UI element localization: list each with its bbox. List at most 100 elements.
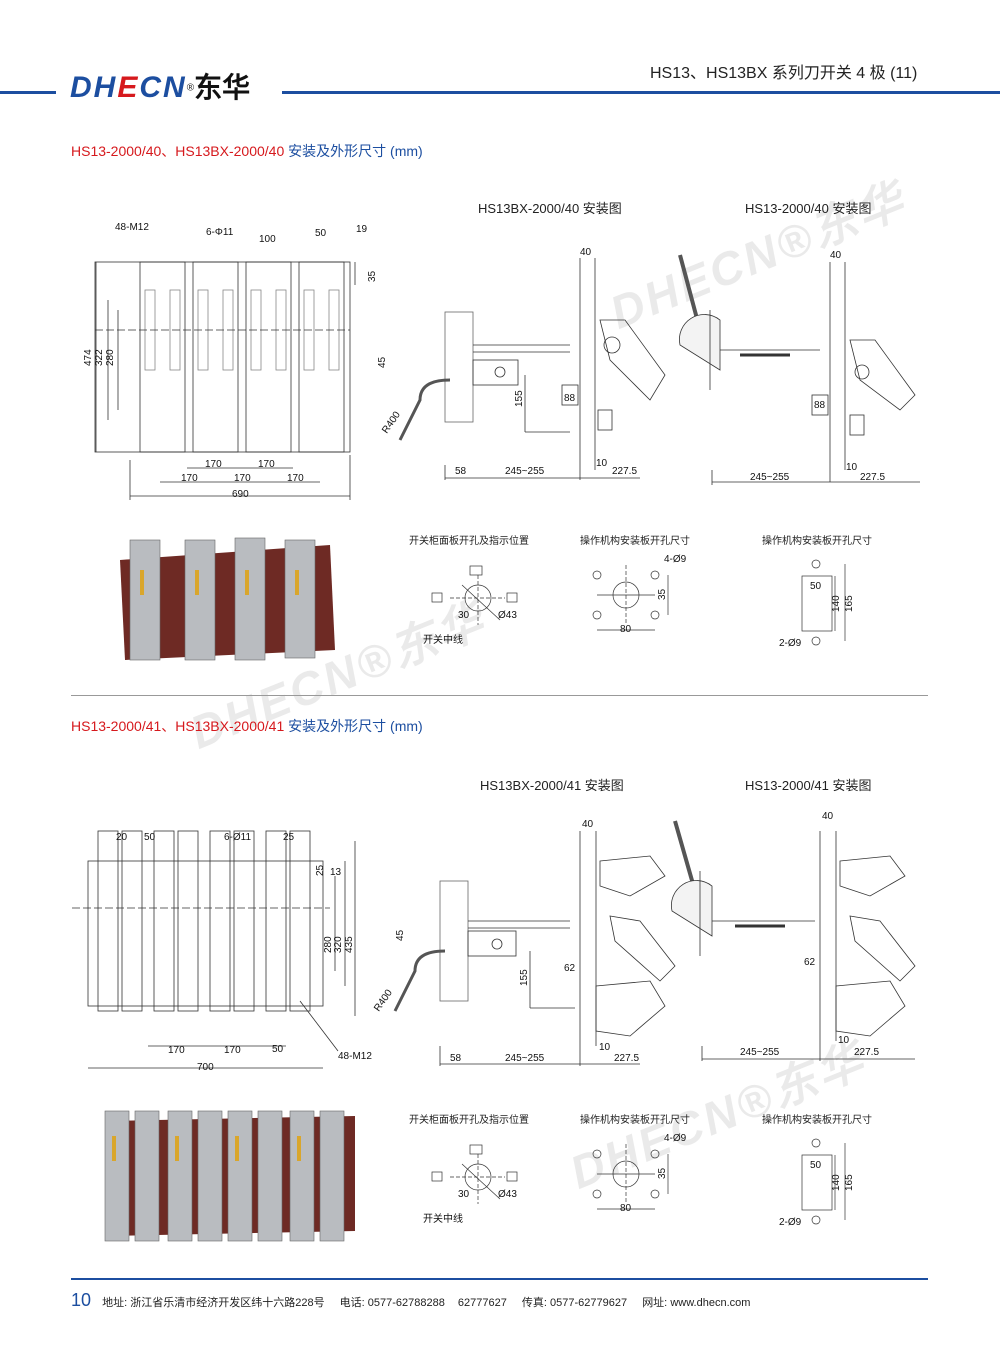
- install-drawing: [671, 820, 916, 1061]
- dim-label: 227.5: [854, 1047, 880, 1058]
- dim-label: 4-Ø9: [664, 554, 687, 565]
- dim-label: 245~255: [505, 466, 545, 477]
- dim-label: 170: [287, 473, 304, 484]
- address-label: 地址:: [102, 1297, 128, 1309]
- header-rule-left: [0, 91, 56, 94]
- bx-install-title: HS13BX-2000/41 安装图: [480, 778, 624, 793]
- page-title: HS13、HS13BX 系列刀开关 4 极 (11): [650, 65, 918, 82]
- dim-label: 80: [620, 1203, 632, 1214]
- dim-label: 170: [205, 459, 222, 470]
- dim-label: 6-Φ11: [206, 227, 234, 238]
- dim-label: 50: [315, 228, 327, 239]
- switch-centerline-label: 开关中线: [423, 1214, 463, 1225]
- dim-label: 4-Ø9: [664, 1133, 687, 1144]
- dim-label: 50: [144, 832, 156, 843]
- phone-2: 62777627: [457, 1297, 507, 1309]
- install-title: HS13-2000/40 安装图: [745, 201, 872, 216]
- install-title: HS13-2000/41 安装图: [745, 778, 872, 793]
- dim-label: 30: [458, 610, 470, 621]
- dim-label: 10: [838, 1035, 850, 1046]
- dim-label: 88: [564, 393, 576, 404]
- dim-label: 690: [232, 489, 249, 500]
- dim-label: 50: [810, 581, 822, 592]
- address: 浙江省乐清市经济开发区纬十六路228号: [130, 1297, 325, 1309]
- dim-label: 40: [822, 811, 834, 822]
- dim-label: 25: [283, 832, 295, 843]
- website-label: 网址:: [642, 1297, 668, 1309]
- dim-label: 245~255: [505, 1053, 545, 1064]
- dim-label: 80: [620, 624, 632, 635]
- dim-label: Ø43: [498, 1189, 517, 1200]
- dim-label: 245~255: [740, 1047, 780, 1058]
- dim-label: 6-Ø11: [224, 832, 252, 843]
- dim-label: 48-M12: [338, 1051, 372, 1062]
- install-drawing: [678, 254, 920, 485]
- mech-cutout-title-2: 操作机构安装板开孔尺寸: [762, 536, 872, 547]
- dim-label: 170: [258, 459, 275, 470]
- switch-centerline-label: 开关中线: [423, 635, 463, 646]
- dim-label: 62: [804, 957, 816, 968]
- dim-label: 19: [356, 224, 368, 235]
- dim-label: 100: [259, 234, 276, 245]
- dim-label: 165: [844, 1174, 855, 1191]
- dim-label: Ø43: [498, 610, 517, 621]
- phone-label: 电话:: [339, 1297, 365, 1309]
- dim-label: 10: [846, 462, 858, 473]
- header-rule-right: [282, 91, 1000, 94]
- dim-label: 170: [234, 473, 251, 484]
- dim-label: 13: [330, 867, 342, 878]
- dim-label: 10: [596, 458, 608, 469]
- dim-label: 170: [181, 473, 198, 484]
- cutout-drawings: [431, 1138, 846, 1225]
- section-2000-41: HS13-2000/41、HS13BX-2000/41 安装及外形尺寸 (mm)…: [0, 576, 1000, 1242]
- dim-label: 40: [580, 247, 592, 258]
- dim-label: 170: [224, 1045, 241, 1056]
- mech-cutout-title: 操作机构安装板开孔尺寸: [580, 1115, 690, 1126]
- dim-label: 140: [831, 1174, 842, 1191]
- bx-install-drawing: [398, 258, 666, 480]
- website-link[interactable]: www.dhecn.com: [670, 1297, 751, 1309]
- phone-1: 0577-62788288: [367, 1297, 445, 1309]
- section-2000-40: HS13-2000/40、HS13BX-2000/40 安装及外形尺寸 (mm)…: [0, 0, 1000, 661]
- dim-label: 20: [116, 832, 128, 843]
- product-photo: [120, 537, 335, 661]
- dim-label: 58: [450, 1053, 462, 1064]
- cutouts-section-2: 开关柜面板开孔及指示位置 操作机构安装板开孔尺寸 操作机构安装板开孔尺寸 30 …: [0, 579, 1000, 1228]
- dim-label: 170: [168, 1045, 185, 1056]
- mech-cutout-title-2: 操作机构安装板开孔尺寸: [762, 1115, 872, 1126]
- outline-drawing: [72, 830, 356, 1069]
- dim-label: 50: [810, 1160, 822, 1171]
- panel-cutout-title: 开关柜面板开孔及指示位置: [409, 536, 529, 547]
- fax-label: 传真:: [521, 1297, 547, 1309]
- section-divider: [71, 695, 928, 696]
- mech-cutout-title: 操作机构安装板开孔尺寸: [580, 536, 690, 547]
- outline-drawing: [94, 261, 356, 500]
- dim-label: 62: [564, 963, 576, 974]
- cutouts-section-1: 开关柜面板开孔及指示位置 操作机构安装板开孔尺寸 操作机构安装板开孔尺寸 30 …: [0, 0, 1000, 649]
- dim-label: 58: [455, 466, 467, 477]
- dim-label: 227.5: [860, 472, 886, 483]
- footer-rule: [71, 1278, 928, 1280]
- dim-label: 30: [458, 1189, 470, 1200]
- dim-label: 40: [830, 250, 842, 261]
- dim-label: 227.5: [612, 466, 638, 477]
- dim-label: 50: [272, 1044, 284, 1055]
- cutout-drawings: [431, 559, 846, 646]
- dim-label: 48-M12: [115, 222, 149, 233]
- product-photo: [104, 1110, 355, 1242]
- dim-label: 227.5: [614, 1053, 640, 1064]
- fax: 0577-62779627: [550, 1297, 628, 1309]
- section-title: HS13-2000/41、HS13BX-2000/41 安装及外形尺寸 (mm): [71, 718, 423, 734]
- dim-label: 700: [197, 1062, 214, 1073]
- bx-install-title: HS13BX-2000/40 安装图: [478, 201, 622, 216]
- page-number: 10: [71, 1290, 92, 1310]
- dim-label: 10: [599, 1042, 611, 1053]
- dim-label: 2-Ø9: [779, 638, 802, 649]
- dim-label: 245~255: [750, 472, 790, 483]
- dim-label: 35: [657, 1167, 668, 1179]
- brand-logo: DHECN®东华: [70, 71, 251, 104]
- dim-label: 88: [814, 400, 826, 411]
- footer: 10 地址: 浙江省乐清市经济开发区纬十六路228号 电话: 0577-6278…: [71, 1290, 750, 1311]
- dim-label: 2-Ø9: [779, 1217, 802, 1228]
- section-title: HS13-2000/40、HS13BX-2000/40 安装及外形尺寸 (mm): [71, 143, 423, 159]
